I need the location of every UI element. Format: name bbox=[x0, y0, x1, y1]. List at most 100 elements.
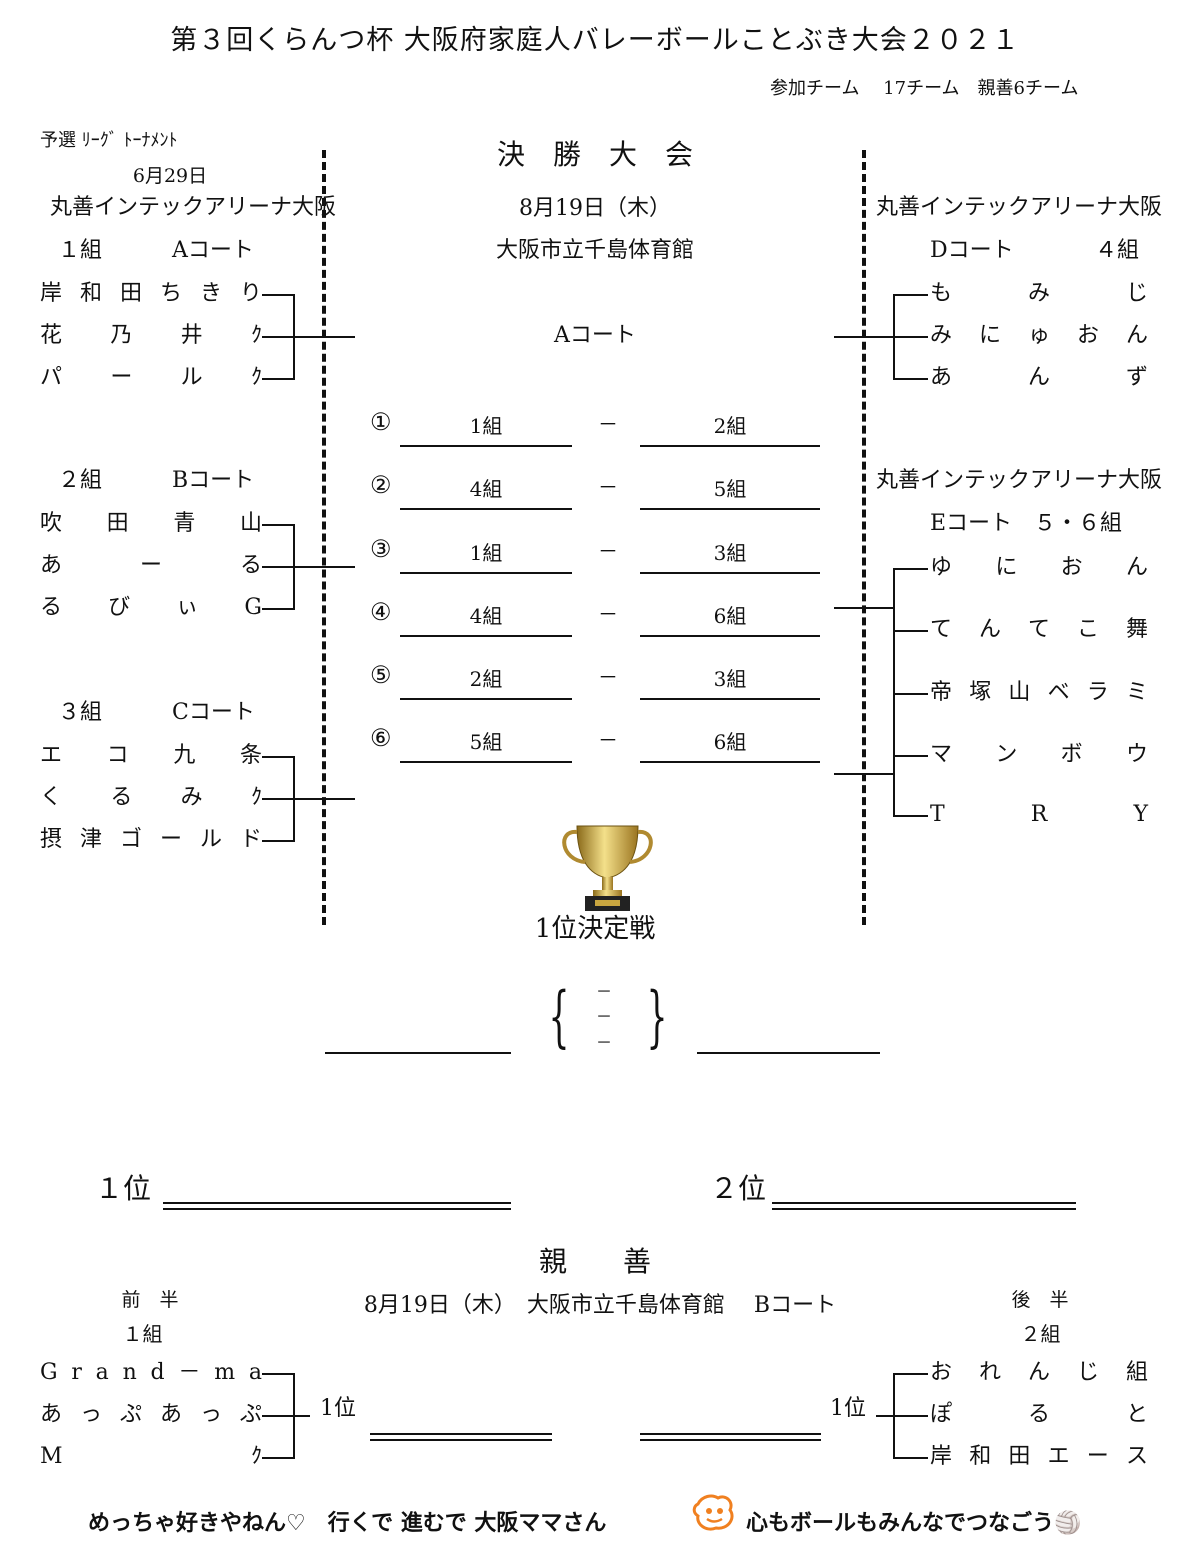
team-name-char: 舞 bbox=[1125, 617, 1148, 642]
bracket-connector bbox=[262, 566, 355, 568]
team-name: みにゅおん bbox=[930, 323, 1148, 349]
team-name-char: n bbox=[122, 1360, 137, 1385]
team-name-char: も bbox=[930, 281, 953, 306]
team-name-char: 帝 bbox=[930, 680, 953, 705]
group-label: ３組 bbox=[58, 700, 103, 725]
team-name-char: る bbox=[40, 595, 63, 620]
team-name-char: ゴ bbox=[119, 827, 142, 852]
match-dash: － bbox=[598, 728, 618, 752]
team-name-char: 吹 bbox=[40, 511, 63, 536]
bracket-tick bbox=[894, 1457, 928, 1459]
page-title: 第３回くらんつ杯 大阪府家庭人バレーボールことぶき大会２０２１ bbox=[170, 25, 1020, 56]
team-name-char: T bbox=[930, 802, 945, 827]
right-brace: } bbox=[646, 978, 668, 1055]
team-name-char: 青 bbox=[173, 511, 196, 536]
team-name-char: じ bbox=[1125, 281, 1148, 306]
team-name-char: ド bbox=[239, 827, 262, 852]
left-brace: { bbox=[548, 978, 570, 1055]
second-place-label: ２位 bbox=[710, 1172, 767, 1205]
match-number: ① bbox=[370, 408, 392, 436]
team-name-char: る bbox=[110, 785, 133, 810]
team-name: もみじ bbox=[930, 281, 1148, 307]
final-date: 8月19日（木） bbox=[519, 196, 671, 221]
match-dash: － bbox=[598, 539, 618, 563]
team-name-char: 田 bbox=[106, 511, 129, 536]
mascot-icon bbox=[692, 1494, 734, 1531]
team-name-char: る bbox=[239, 553, 262, 578]
bracket-tick bbox=[894, 815, 928, 817]
bracket-tick bbox=[894, 755, 928, 757]
match-team-a: 1組 bbox=[400, 537, 572, 574]
friendly-right-rank: 1位 bbox=[830, 1396, 866, 1421]
right-venue-2: 丸善インテックアリーナ大阪 bbox=[876, 468, 1163, 493]
bracket-connector bbox=[834, 773, 895, 775]
team-name-char: み bbox=[180, 785, 203, 810]
team-name-char: 津 bbox=[79, 827, 102, 852]
team-name-char: ー bbox=[159, 827, 182, 852]
match-team-b: 2組 bbox=[640, 410, 820, 447]
bracket-connector bbox=[262, 798, 355, 800]
bracket-vertical bbox=[893, 568, 895, 817]
team-name: 岸和田ちきり bbox=[40, 281, 262, 307]
bracket-tick bbox=[262, 756, 294, 758]
bracket-tick bbox=[894, 693, 928, 695]
match-team-b: 3組 bbox=[640, 663, 820, 700]
team-name-char: ぷ bbox=[119, 1402, 142, 1427]
match-team-a: 5組 bbox=[400, 726, 572, 763]
team-name-char: ち bbox=[159, 281, 182, 306]
team-name: エコ九条 bbox=[40, 743, 262, 769]
final-right-line bbox=[697, 1052, 880, 1054]
team-name-char: 岸 bbox=[40, 281, 63, 306]
team-name-char: に bbox=[978, 323, 1001, 348]
team-name-char: 和 bbox=[79, 281, 102, 306]
bracket-connector bbox=[876, 1415, 895, 1417]
team-name-char: 条 bbox=[239, 743, 262, 768]
team-name-char: ウ bbox=[1125, 742, 1148, 767]
team-name: あっぷあっぷ bbox=[40, 1402, 262, 1428]
match-dash: － bbox=[598, 602, 618, 626]
team-name: 摂津ゴールド bbox=[40, 827, 262, 853]
final-court: Aコート bbox=[554, 323, 636, 348]
right-court-1: Dコート bbox=[930, 238, 1014, 263]
bracket-tick bbox=[894, 568, 928, 570]
team-name-char: エ bbox=[1047, 1444, 1070, 1469]
team-name-char: ｸ bbox=[250, 785, 262, 810]
team-name-char: び bbox=[108, 595, 131, 620]
group-court: Cコート bbox=[172, 700, 255, 725]
final-heading: 決 勝 大 会 bbox=[496, 138, 693, 171]
team-name-char: r bbox=[71, 1360, 82, 1385]
team-name-char: き bbox=[199, 281, 222, 306]
team-name-char: ぃ bbox=[176, 595, 199, 620]
bracket-tick bbox=[894, 1415, 928, 1417]
team-name-char: エ bbox=[40, 743, 63, 768]
team-name-char: れ bbox=[978, 1360, 1001, 1385]
left-date: 6月29日 bbox=[132, 165, 208, 187]
match-team-a: 4組 bbox=[400, 473, 572, 510]
team-name: ゆにおん bbox=[930, 555, 1148, 581]
team-name-char: d bbox=[150, 1360, 165, 1385]
match-team-b: 6組 bbox=[640, 600, 820, 637]
team-name: あんず bbox=[930, 365, 1148, 391]
team-name-char: ベ bbox=[1047, 680, 1070, 705]
team-name: ぽると bbox=[930, 1402, 1148, 1428]
team-name-char: ん bbox=[1027, 365, 1050, 390]
team-name-char: ゆ bbox=[930, 555, 953, 580]
match-team-b: 5組 bbox=[640, 473, 820, 510]
team-name-char: ル bbox=[180, 365, 203, 390]
team-name-char: コ bbox=[106, 743, 129, 768]
team-name: てんてこ舞 bbox=[930, 617, 1148, 643]
final-dash-1: － bbox=[596, 982, 613, 1001]
team-name-char: 田 bbox=[119, 281, 142, 306]
team-name-char: く bbox=[40, 785, 63, 810]
match-team-a: 2組 bbox=[400, 663, 572, 700]
friendly-right-half: 後 半 bbox=[1011, 1289, 1069, 1311]
bracket-tick bbox=[262, 840, 294, 842]
team-name-char: 摂 bbox=[40, 827, 63, 852]
final-match-label: 1位決定戦 bbox=[534, 914, 656, 944]
match-dash: － bbox=[598, 412, 618, 436]
